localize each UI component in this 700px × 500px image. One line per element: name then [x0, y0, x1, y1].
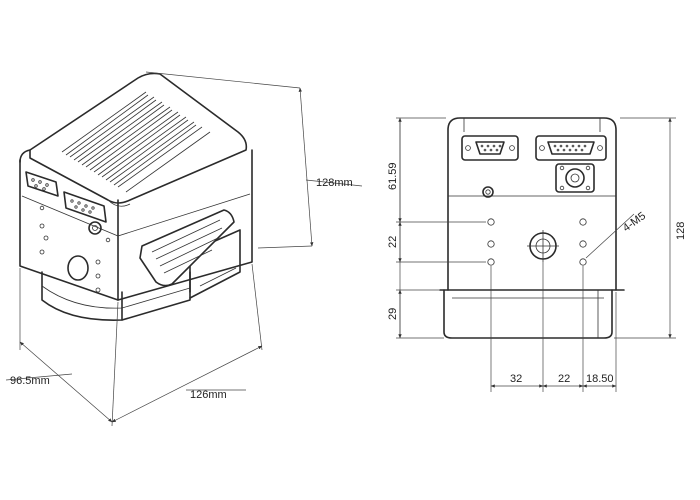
lens-cylinder	[41, 271, 191, 321]
front-small-screw	[482, 186, 494, 198]
round-port	[88, 221, 102, 235]
dim-128mm: 128mm	[145, 71, 363, 249]
iso-mount-holes	[39, 205, 111, 293]
front-lens-hole	[527, 230, 559, 262]
dim-22-horizontal-label: 22	[558, 373, 570, 385]
hole-callout-label: 4-M5	[621, 210, 648, 234]
dim-32-label: 32	[510, 373, 522, 385]
dim-vertical-chain: 61.59 22 29	[387, 117, 486, 339]
dim-18-50-label: 18.50	[586, 373, 614, 385]
dim-overall-height: 128	[614, 117, 687, 339]
isometric-view: 128mm 96.5mm 126mm	[5, 71, 363, 427]
db15-connector	[63, 191, 107, 223]
dim-61-59-label: 61.59	[387, 162, 399, 190]
front-view: 4-M5 61.59 22 29 128	[387, 117, 687, 392]
front-outline	[439, 117, 625, 339]
main-body	[19, 72, 253, 301]
dim-22-vertical-label: 22	[387, 236, 399, 248]
front-db9-connector	[461, 135, 519, 161]
hole-callout: 4-M5	[585, 210, 648, 259]
dim-29-label: 29	[387, 308, 399, 320]
dim-128-label: 128	[675, 222, 687, 240]
dim-126mm: 126mm	[111, 263, 263, 427]
front-db15-connector	[535, 135, 607, 161]
side-vent-grille	[139, 209, 235, 287]
dim-96-5mm: 96.5mm	[5, 268, 113, 423]
dim-128mm-label: 128mm	[316, 177, 353, 189]
dim-96-5mm-label: 96.5mm	[10, 375, 50, 387]
front-mount-holes	[487, 218, 587, 266]
top-vent-slots	[61, 91, 211, 193]
dim-126mm-label: 126mm	[190, 389, 227, 401]
db9-connector	[25, 171, 59, 197]
dim-horizontal-chain: 32 22 18.50	[490, 262, 617, 392]
front-fiber-port	[555, 163, 595, 193]
